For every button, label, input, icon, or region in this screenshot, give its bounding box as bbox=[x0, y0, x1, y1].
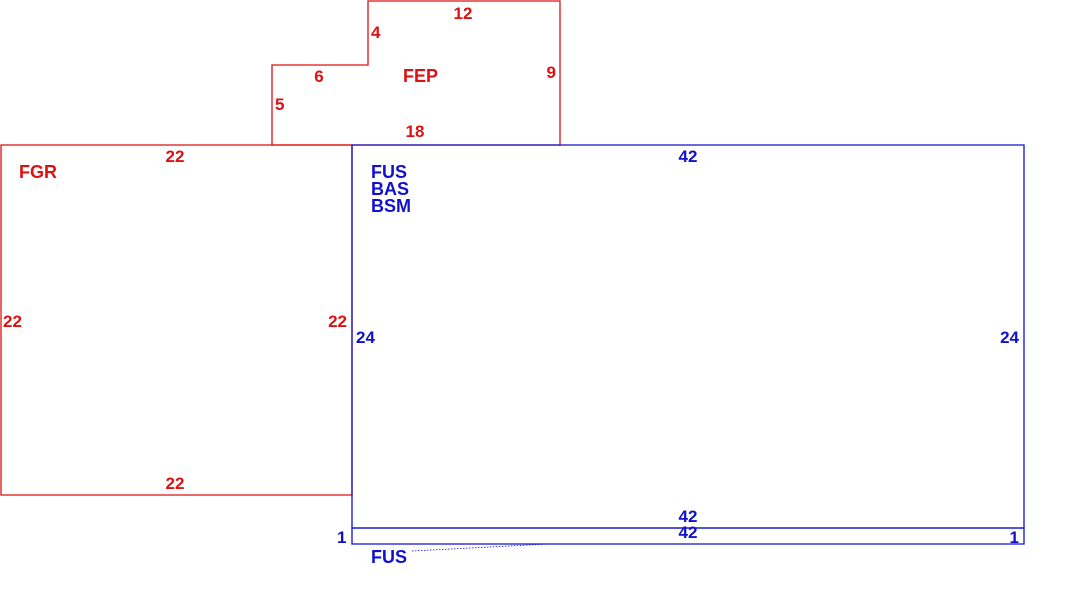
main-label-bas: BAS bbox=[371, 179, 409, 199]
fep-area: FEP 12 4 6 5 9 18 bbox=[271, 0, 561, 146]
strip-dim-right: 1 bbox=[1010, 528, 1019, 547]
main-dim-left: 24 bbox=[356, 328, 375, 347]
fgr-dim-bottom: 22 bbox=[166, 474, 185, 493]
fep-dim-right: 9 bbox=[547, 63, 556, 82]
strip-dim-top: 42 bbox=[679, 523, 698, 542]
main-dim-right: 24 bbox=[1000, 328, 1019, 347]
main-label-fus: FUS bbox=[371, 162, 407, 182]
fgr-dim-right: 22 bbox=[328, 312, 347, 331]
fep-outline bbox=[271, 0, 561, 146]
strip-area: 42 1 1 FUS bbox=[337, 523, 1025, 567]
fep-label: FEP bbox=[403, 66, 438, 86]
strip-outline bbox=[351, 527, 1025, 545]
main-outline bbox=[351, 144, 1025, 529]
strip-dim-left: 1 bbox=[337, 528, 346, 547]
fep-dim-bottom: 18 bbox=[406, 122, 425, 141]
fgr-area: FGR 22 22 22 22 bbox=[0, 144, 353, 496]
fgr-dim-left: 22 bbox=[3, 312, 22, 331]
main-dim-top: 42 bbox=[679, 147, 698, 166]
fgr-outline bbox=[0, 144, 353, 496]
fep-dim-notch-vertical: 4 bbox=[371, 23, 381, 42]
fep-dim-left: 5 bbox=[275, 95, 284, 114]
main-area: FUS BAS BSM 42 24 24 42 bbox=[351, 144, 1025, 529]
strip-label: FUS bbox=[371, 547, 407, 567]
fep-dim-notch-horizontal: 6 bbox=[314, 67, 323, 86]
fgr-dim-top: 22 bbox=[166, 147, 185, 166]
strip-leader-line bbox=[411, 543, 549, 552]
main-dim-bottom: 42 bbox=[679, 507, 698, 526]
fep-dim-top: 12 bbox=[454, 4, 473, 23]
fgr-label: FGR bbox=[19, 162, 57, 182]
main-label-bsm: BSM bbox=[371, 196, 411, 216]
